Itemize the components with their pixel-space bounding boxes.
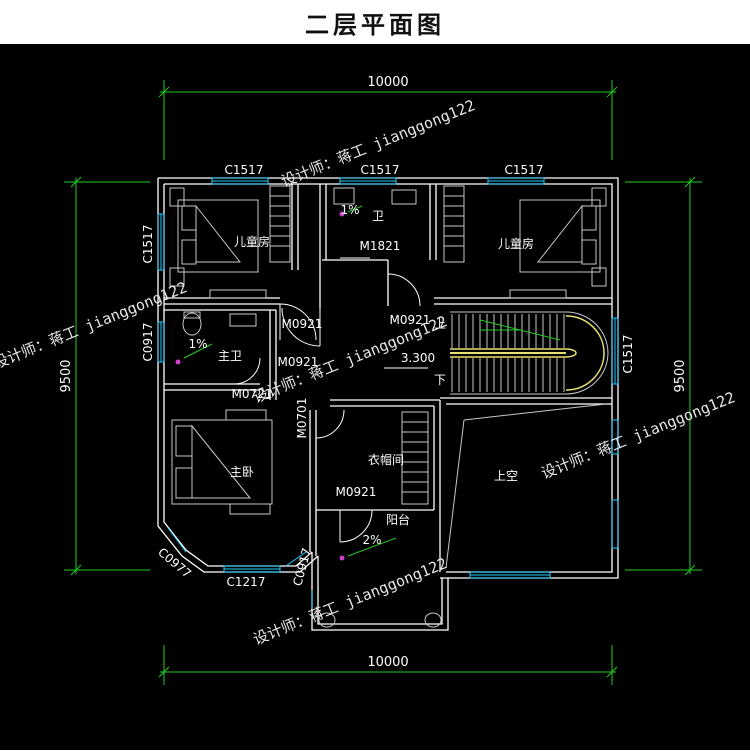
room-label-bath-small: 卫 [372,209,384,223]
window-label-balcony: C0917 [290,546,314,587]
door-label-m0921-d: M0921 [336,485,377,499]
furniture [169,185,607,628]
dimension-right: 9500 [673,359,688,392]
windows [157,177,619,610]
room-label-master-bed: 主卧 [230,465,254,479]
cad-viewport: 10000 10000 9500 9500 [0,44,750,750]
floor-drain-icon [339,555,345,561]
window-label-left-bath: C0917 [141,323,155,362]
door-label-m0921-b: M0921 [390,313,431,327]
stair-down: 下 [434,373,446,387]
watermark-right: 设计师：蒋工 jianggong122 [539,388,738,482]
door-label-m0721: M0721 [232,387,273,401]
closet-left [269,185,291,263]
window-label-top-left: C1517 [225,163,264,177]
page-title: 二层平面图 [305,9,445,39]
window-label-bay-left: C0977 [155,545,194,581]
slope-label-bath-small: 1% [340,203,359,217]
slope-label-master-bath: 1% [188,337,207,351]
floor-drain-icon [175,359,181,365]
dimension-bottom: 10000 [367,655,408,670]
wardrobe-racks [401,411,429,505]
staircase [450,311,609,395]
room-label-balcony: 阳台 [386,512,410,527]
dimension-top: 10000 [367,75,408,90]
closet-right [443,185,465,263]
room-label-master-bath: 主卫 [218,349,242,363]
door-label-m0921-a: M0921 [282,317,323,331]
doors [233,257,421,543]
window-label-bay-bottom: C1217 [227,575,266,589]
window-label-left-top: C1517 [141,225,155,264]
stair-up: 上 [434,317,446,331]
slope-label-balcony: 2% [362,533,381,547]
stair-elevation: 3.300 [401,351,435,365]
room-label-wardrobe: 衣帽间 [368,452,404,467]
floor-drain-icon [339,211,345,217]
dimension-left: 9500 [59,359,74,392]
door-label-m0701: M0701 [295,398,309,439]
room-label-kids-left: 儿童房 [234,234,270,249]
room-label-void: 上空 [494,469,518,483]
window-label-right-stair: C1517 [621,335,635,374]
floor-plan: 10000 10000 9500 9500 [0,75,738,685]
slope-marks [175,205,397,561]
window-label-top-right: C1517 [505,163,544,177]
title-bar: 二层平面图 [0,0,750,44]
door-label-m0921-c: M0921 [278,355,319,369]
room-label-kids-right: 儿童房 [498,236,534,251]
dimension-lines [64,80,702,685]
window-label-top-mid: C1517 [361,163,400,177]
door-label-m1821: M1821 [360,239,401,253]
